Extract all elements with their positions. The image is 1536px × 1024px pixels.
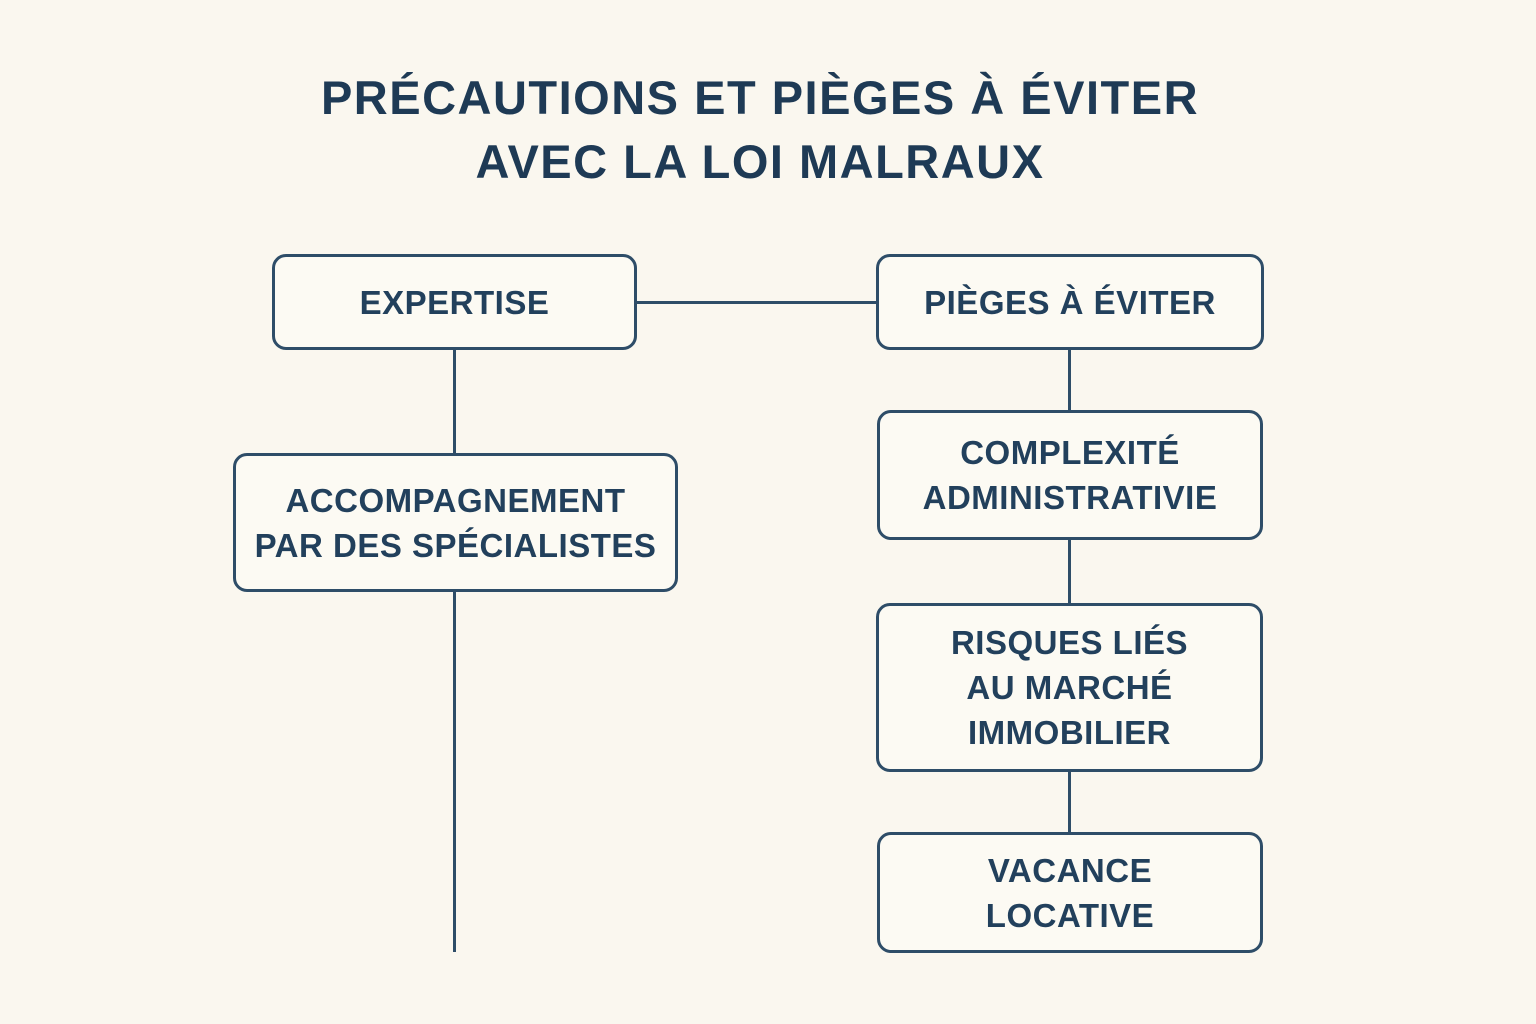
connector-accompagnement-tail	[453, 592, 456, 952]
node-pieges-a-eviter-label: PIÈGES À ÉVITER	[924, 283, 1216, 321]
node-risques-marche-immobilier-label: RISQUES LIÉS AU MARCHÉ IMMOBILIER	[950, 624, 1189, 751]
page-title-line1: PRÉCAUTIONS ET PIÈGES À ÉVITER	[320, 71, 1200, 124]
node-pieges-a-eviter: PIÈGES À ÉVITER	[876, 254, 1264, 350]
node-risques-marche-immobilier: RISQUES LIÉS AU MARCHÉ IMMOBILIER	[876, 603, 1263, 772]
page-title: PRÉCAUTIONS ET PIÈGES À ÉVITER AVEC LA L…	[0, 66, 1520, 194]
node-vacance-locative: VACANCE LOCATIVE	[877, 832, 1263, 953]
node-accompagnement-label: ACCOMPAGNEMENT PAR DES SPÉCIALISTES	[254, 481, 657, 564]
node-complexite-administrative-label: COMPLEXITÉ ADMINISTRATIVIE	[922, 434, 1218, 516]
node-accompagnement: ACCOMPAGNEMENT PAR DES SPÉCIALISTES	[233, 453, 678, 592]
node-expertise-label: EXPERTISE	[359, 283, 550, 321]
connector-risques-to-vacance	[1068, 772, 1071, 832]
node-vacance-locative-label: VACANCE LOCATIVE	[985, 851, 1155, 934]
node-complexite-administrative: COMPLEXITÉ ADMINISTRATIVIE	[877, 410, 1263, 540]
connector-pieges-to-complexite	[1068, 350, 1071, 410]
connector-expertise-to-accompagnement	[453, 350, 456, 453]
connector-expertise-to-pieges	[637, 301, 876, 304]
connector-complexite-to-risques	[1068, 540, 1071, 603]
page-title-line2: AVEC LA LOI MALRAUX	[475, 135, 1045, 188]
node-expertise: EXPERTISE	[272, 254, 637, 350]
